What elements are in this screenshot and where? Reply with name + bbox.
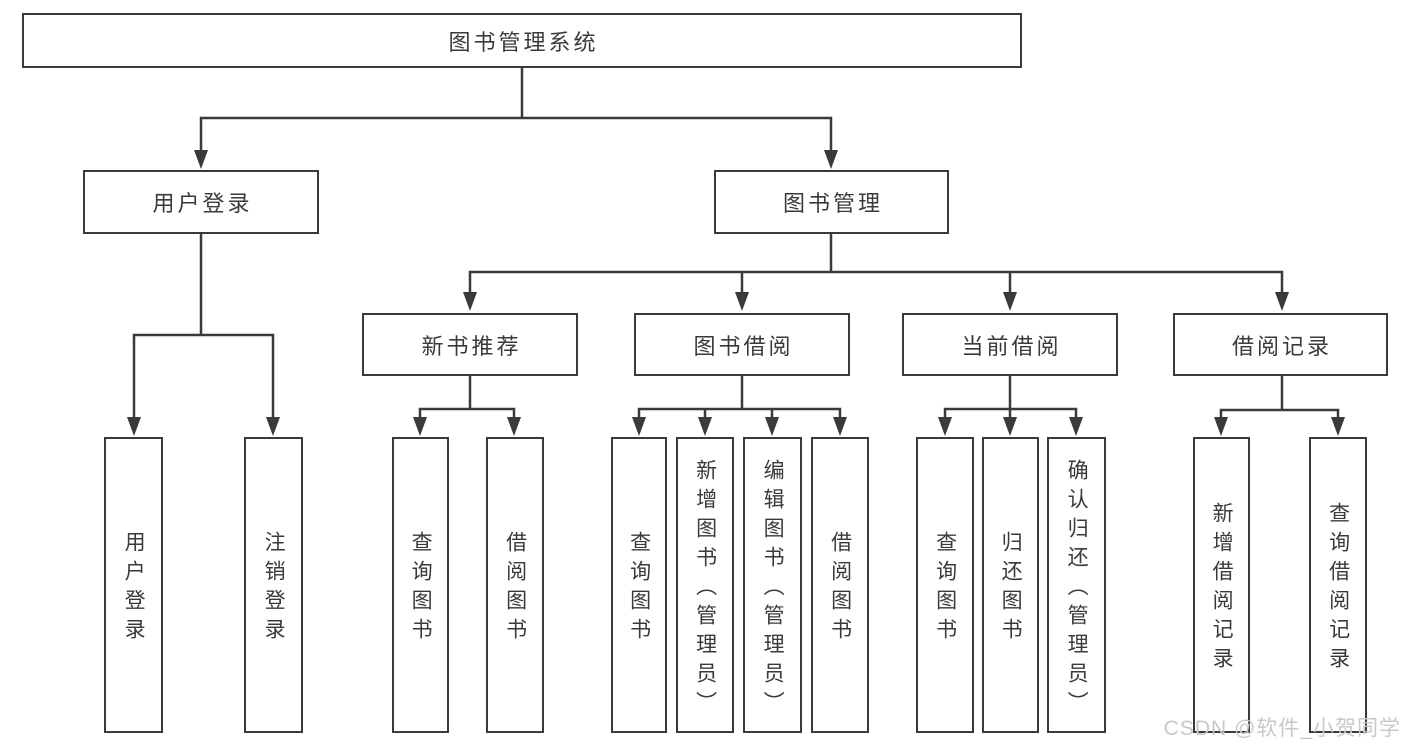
leaf-borrow-books-recommend: 借阅图书	[486, 437, 544, 733]
leaf-return-books: 归还图书	[982, 437, 1039, 733]
leaf-borrow-books-borrowing: 借阅图书	[811, 437, 869, 733]
leaf-query-books-current: 查询图书	[916, 437, 974, 733]
connector-path	[132, 68, 1340, 419]
leaf-query-borrow-record: 查询借阅记录	[1309, 437, 1367, 733]
arrowheads	[127, 150, 1345, 436]
leaf-query-books-borrowing: 查询图书	[611, 437, 667, 733]
csdn-watermark: CSDN @软件_小贺同学	[1163, 717, 1401, 740]
leaf-edit-books-admin: 编辑图书（管理员）	[743, 437, 802, 733]
leaf-query-books-recommend: 查询图书	[392, 437, 449, 733]
node-new-book-recommend: 新书推荐	[362, 313, 578, 376]
leaf-add-books-admin: 新增图书（管理员）	[676, 437, 734, 733]
leaf-confirm-return-admin: 确认归还（管理员）	[1047, 437, 1106, 733]
leaf-logout-login: 注销登录	[244, 437, 303, 733]
node-user-login: 用户登录	[83, 170, 319, 234]
node-borrowing-records: 借阅记录	[1173, 313, 1388, 376]
node-current-borrowing: 当前借阅	[902, 313, 1118, 376]
leaf-user-login: 用户登录	[104, 437, 163, 733]
leaf-add-borrow-record: 新增借阅记录	[1193, 437, 1250, 733]
node-book-borrowing: 图书借阅	[634, 313, 850, 376]
node-book-management: 图书管理	[714, 170, 949, 234]
node-library-management-system: 图书管理系统	[22, 13, 1022, 68]
